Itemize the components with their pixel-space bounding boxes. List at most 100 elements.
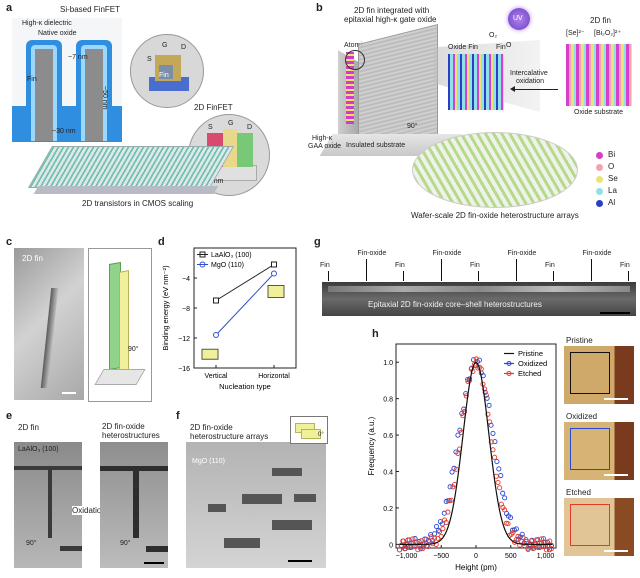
panel-h-point-1-74 xyxy=(541,536,547,542)
panel-g-arrow-2 xyxy=(403,271,404,281)
panel-h-point-2-1 xyxy=(398,542,404,548)
fin-magnifier-circle xyxy=(345,50,365,70)
panel-d-vertical-icon xyxy=(201,348,219,360)
panel-h-point-2-80 xyxy=(530,546,536,552)
panel-h-legend-label-2: Etched xyxy=(518,369,541,378)
gaa-oxide-label: GAA oxide xyxy=(308,143,342,150)
panel-h-point-2-84 xyxy=(537,540,543,546)
panel-h-point-2-26 xyxy=(440,526,446,532)
twod-drain-3d xyxy=(237,133,253,167)
panel-h-point-2-85 xyxy=(538,536,544,542)
panel-h-point-2-59 xyxy=(495,479,501,486)
dim-50nm: ~50 nm xyxy=(101,86,108,110)
panel-h-point-1-49 xyxy=(492,439,498,445)
schematic-fin-yellow xyxy=(119,270,129,374)
o-dot xyxy=(596,164,603,171)
panel-h-point-2-82 xyxy=(533,537,539,543)
panel-h-point-2-7 xyxy=(408,540,414,546)
panel-h-point-2-12 xyxy=(416,542,423,548)
panel-g-arrow-7 xyxy=(590,259,592,281)
panel-e-substrate: LaAlO₃ (100) xyxy=(18,446,59,453)
panel-h-point-2-13 xyxy=(418,538,424,544)
panel-d-point-0-1 xyxy=(271,261,277,268)
panel-g-scalebar xyxy=(600,312,630,314)
panel-h-point-2-76 xyxy=(523,538,529,545)
panel-g-label-0: Fin xyxy=(320,262,330,269)
si-gate-d: D xyxy=(181,44,187,51)
fin-core-left xyxy=(35,49,53,141)
panel-h-point-2-77 xyxy=(525,546,531,552)
panel-g-label-1: Fin-oxide xyxy=(357,250,387,257)
fin-sem-body xyxy=(40,288,59,388)
twod-fin-edge xyxy=(346,52,354,124)
oxidation-label: oxidation xyxy=(516,78,545,85)
panel-h-point-2-8 xyxy=(410,536,416,542)
si-fin-3d xyxy=(159,65,173,79)
panel-g-arrow-0 xyxy=(328,271,329,281)
panel-h-point-2-90 xyxy=(547,538,553,544)
panel-h-point-2-2 xyxy=(400,538,406,544)
panel-g-arrow-5 xyxy=(515,259,517,281)
panel-h-point-2-51 xyxy=(482,386,488,392)
panel-c-sem-image xyxy=(14,248,84,400)
panel-h-point-2-39 xyxy=(462,408,468,415)
se-label: Se xyxy=(608,174,618,183)
panel-h-point-2-21 xyxy=(431,535,438,541)
panel-d-ytick-label-1: −12 xyxy=(178,336,190,343)
oxidation-arrowhead xyxy=(510,86,515,92)
wafer-fin-arrays xyxy=(412,132,578,208)
dim-7nm: ~7 nm xyxy=(68,54,88,61)
oxidized-box xyxy=(570,428,610,470)
panel-h-point-2-65 xyxy=(505,521,511,527)
panel-d-ytick-label-2: −8 xyxy=(182,306,190,313)
panel-d-series-line-1 xyxy=(215,273,275,336)
panel-h-point-2-83 xyxy=(535,545,541,551)
panel-f-scalebar xyxy=(288,560,312,562)
panel-d-ylabel: Binding energy (eV nm⁻²) xyxy=(161,265,170,351)
panel-e-angle-left: 90° xyxy=(26,540,37,547)
panel-h-point-1-52 xyxy=(498,472,504,479)
panel-d-ytick-label-0: −16 xyxy=(178,366,190,373)
panel-h-point-1-26 xyxy=(447,484,453,490)
panel-h-series-0 xyxy=(399,361,553,545)
uv-label: UV xyxy=(513,15,523,22)
panel-g-label-2: Fin xyxy=(395,262,405,269)
panel-g-label-3: Fin-oxide xyxy=(432,250,462,257)
panel-f-angle: 0° xyxy=(318,432,324,438)
la-dot xyxy=(596,188,603,195)
panel-f-label: f xyxy=(176,410,180,422)
panel-d-series-line-0 xyxy=(215,264,275,301)
panel-d-xlabel: Nucleation type xyxy=(219,382,271,391)
panel-h-point-2-91 xyxy=(548,546,554,552)
oxide-substrate-label: Oxide substrate xyxy=(574,109,624,116)
panel-h-point-2-57 xyxy=(492,454,498,460)
panel-h-xtick-label-2: 0 xyxy=(474,553,478,560)
panel-h-point-1-53 xyxy=(500,490,506,496)
fin-array-3 xyxy=(294,494,316,502)
panel-h-ylabel: Frequency (a.u.) xyxy=(367,416,376,475)
fin-array-5 xyxy=(272,520,312,530)
panel-b-angle: 90° xyxy=(407,123,418,130)
inset-oxidized-label: Oxidized xyxy=(566,412,598,421)
panel-c-scalebar xyxy=(62,392,76,394)
panel-h-point-2-16 xyxy=(423,536,429,542)
twod-gate-d: D xyxy=(247,124,253,131)
panel-e-left-sem xyxy=(14,442,82,568)
oxide-fin-label: Oxide Fin xyxy=(448,44,478,51)
panel-d-point-1-1 xyxy=(271,270,277,277)
panel-h-point-2-74 xyxy=(520,535,526,541)
panel-d-label: d xyxy=(158,236,165,248)
panel-h-point-2-45 xyxy=(472,361,478,367)
panel-h-point-2-24 xyxy=(436,529,443,535)
panel-g-caption: Epitaxial 2D fin-oxide core–shell hetero… xyxy=(368,300,542,309)
panel-e-right-sem xyxy=(100,442,168,568)
panel-c-schematic xyxy=(88,248,152,402)
panel-a-caption: 2D transistors in CMOS scaling xyxy=(82,199,194,208)
panel-d-point-1-0 xyxy=(213,332,219,338)
fin-vertical-right xyxy=(133,468,139,538)
bi-dot xyxy=(596,152,603,159)
panel-h-xtick-label-0: −1,000 xyxy=(396,553,418,560)
se-ion-label: [Se]²⁻ xyxy=(566,30,585,37)
panel-b-title-2: epitaxial high-κ gate oxide xyxy=(344,15,437,24)
